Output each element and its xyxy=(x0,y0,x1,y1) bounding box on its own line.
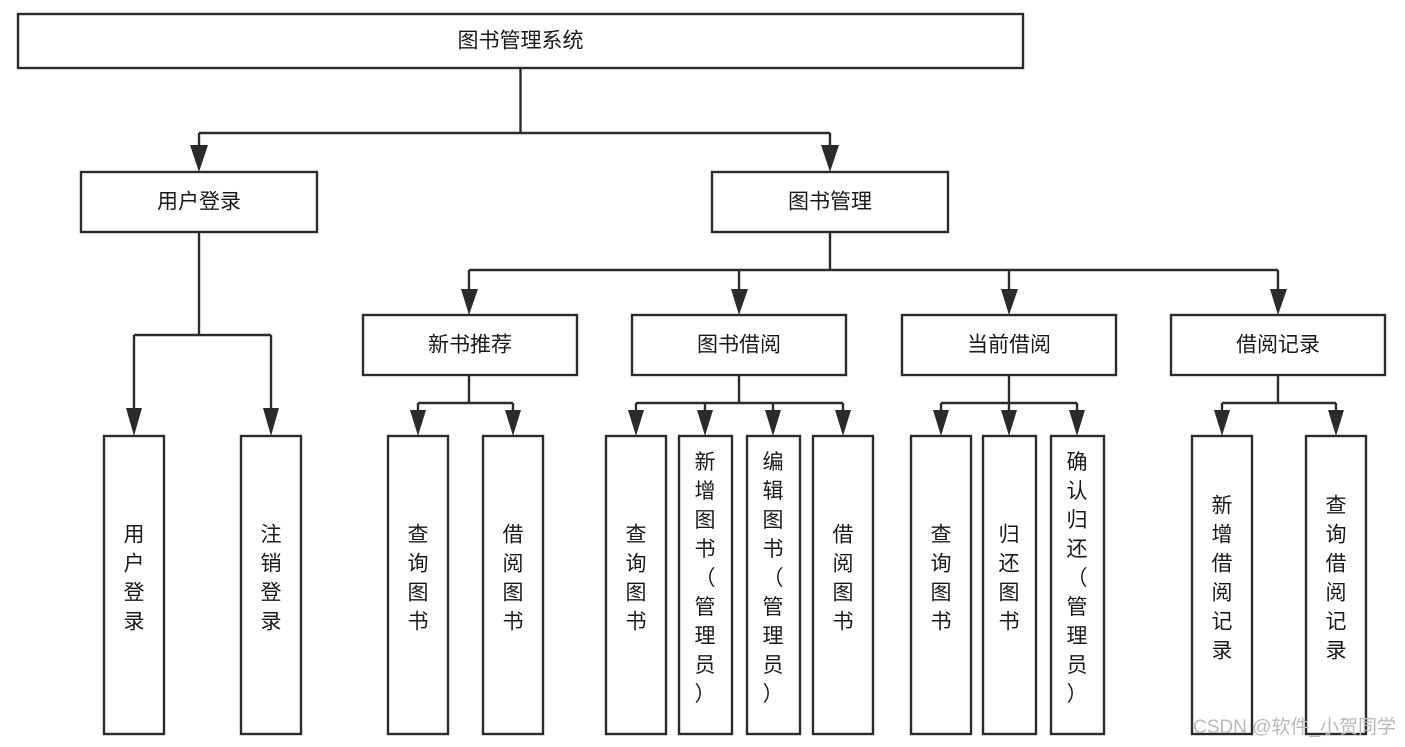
leaf-logout-login[interactable]: 注销登录 xyxy=(239,434,303,736)
node-user-login-label: 用户登录 xyxy=(157,191,241,214)
connector-layer xyxy=(126,68,1344,436)
node-borrow-record-box[interactable] xyxy=(1169,313,1387,377)
node-new-book-recommend-box[interactable] xyxy=(361,313,579,377)
leaf-edit-book-admin-label: 编辑图书（管理员） xyxy=(763,451,784,706)
leaf-query-book-1-label: 查询图书 xyxy=(408,524,429,634)
node-user-login[interactable]: 用户登录 xyxy=(79,170,319,234)
arrow-to-new-book-recommend xyxy=(461,289,478,315)
arrow-leaf-borrow-book-1 xyxy=(505,410,521,436)
node-borrow-record[interactable]: 借阅记录 xyxy=(1169,313,1387,377)
leaf-edit-book-admin[interactable]: 编辑图书（管理员） xyxy=(745,434,802,736)
node-user-login-box[interactable] xyxy=(79,170,319,234)
node-root[interactable]: 图书管理系统 xyxy=(16,12,1025,70)
leaf-logout-login-box[interactable] xyxy=(239,434,303,736)
leaf-borrow-book-2[interactable]: 借阅图书 xyxy=(811,434,875,736)
leaf-query-book-3-box[interactable] xyxy=(909,434,973,736)
node-current-borrow[interactable]: 当前借阅 xyxy=(900,313,1118,377)
leaf-add-book-admin[interactable]: 新增图书（管理员） xyxy=(677,434,734,736)
csdn-watermark: CSDN @软件_小贺同学 xyxy=(1193,716,1396,738)
leaf-add-book-admin-box[interactable] xyxy=(677,434,734,736)
leaf-query-book-2[interactable]: 查询图书 xyxy=(604,434,668,736)
leaf-query-book-3-label: 查询图书 xyxy=(931,524,952,634)
leaf-borrow-book-1-box[interactable] xyxy=(481,434,545,736)
arrow-to-current-borrow xyxy=(1001,289,1018,315)
leaf-borrow-book-1[interactable]: 借阅图书 xyxy=(481,434,545,736)
node-book-borrow-label: 图书借阅 xyxy=(697,334,781,357)
arrow-leaf-edit-book-admin xyxy=(765,410,781,436)
leaf-query-book-2-box[interactable] xyxy=(604,434,668,736)
arrow-leaf-return-book xyxy=(1001,410,1017,436)
leaf-borrow-book-1-label: 借阅图书 xyxy=(503,524,524,634)
leaf-query-borrow-record-label: 查询借阅记录 xyxy=(1326,495,1347,663)
leaf-query-book-2-label: 查询图书 xyxy=(626,524,647,634)
leaf-query-borrow-record[interactable]: 查询借阅记录 xyxy=(1304,434,1368,736)
leaf-add-borrow-record-box[interactable] xyxy=(1190,434,1254,736)
leaf-borrow-book-2-box[interactable] xyxy=(811,434,875,736)
arrow-leaf-user-login xyxy=(126,408,142,436)
arrow-to-book-borrow xyxy=(731,289,748,315)
node-book-manage-box[interactable] xyxy=(710,170,950,234)
arrow-leaf-confirm-return-admin xyxy=(1069,410,1085,436)
node-book-borrow-box[interactable] xyxy=(630,313,848,377)
node-borrow-record-label: 借阅记录 xyxy=(1236,334,1320,357)
node-current-borrow-label: 当前借阅 xyxy=(967,334,1051,357)
arrow-leaf-query-borrow-record xyxy=(1328,410,1344,436)
node-current-borrow-box[interactable] xyxy=(900,313,1118,377)
node-new-book-recommend-label: 新书推荐 xyxy=(428,334,512,357)
leaf-add-book-admin-label: 新增图书（管理员） xyxy=(695,451,716,706)
leaf-user-login[interactable]: 用户登录 xyxy=(102,434,166,736)
arrow-leaf-borrow-book-2 xyxy=(835,410,851,436)
leaf-logout-login-label: 注销登录 xyxy=(261,524,282,634)
arrow-leaf-add-borrow-record xyxy=(1214,410,1230,436)
leaf-return-book-box[interactable] xyxy=(981,434,1038,736)
leaf-query-book-1[interactable]: 查询图书 xyxy=(386,434,450,736)
arrow-to-book-manage xyxy=(821,145,839,172)
leaf-return-book[interactable]: 归还图书 xyxy=(981,434,1038,736)
arrow-leaf-add-book-admin xyxy=(697,410,713,436)
leaf-add-borrow-record-label: 新增借阅记录 xyxy=(1212,495,1233,663)
arrow-to-user-login xyxy=(190,145,208,172)
leaf-query-borrow-record-box[interactable] xyxy=(1304,434,1368,736)
node-book-manage-label: 图书管理 xyxy=(788,191,872,214)
leaf-edit-book-admin-box[interactable] xyxy=(745,434,802,736)
leaf-return-book-label: 归还图书 xyxy=(999,524,1020,634)
arrow-leaf-logout-login xyxy=(263,408,279,436)
node-new-book-recommend[interactable]: 新书推荐 xyxy=(361,313,579,377)
leaf-user-login-box[interactable] xyxy=(102,434,166,736)
leaf-query-book-3[interactable]: 查询图书 xyxy=(909,434,973,736)
leaf-confirm-return-admin-label: 确认归还（管理员） xyxy=(1067,451,1088,706)
node-root-box[interactable] xyxy=(16,12,1025,70)
node-root-label: 图书管理系统 xyxy=(458,30,584,53)
arrow-leaf-query-book-1 xyxy=(410,410,426,436)
node-book-manage[interactable]: 图书管理 xyxy=(710,170,950,234)
arrow-leaf-query-book-3 xyxy=(933,410,949,436)
arrow-to-borrow-record xyxy=(1270,289,1287,315)
leaf-confirm-return-admin-box[interactable] xyxy=(1049,434,1106,736)
leaf-user-login-label: 用户登录 xyxy=(124,524,145,634)
leaf-query-book-1-box[interactable] xyxy=(386,434,450,736)
leaf-borrow-book-2-label: 借阅图书 xyxy=(833,524,854,634)
leaf-add-borrow-record[interactable]: 新增借阅记录 xyxy=(1190,434,1254,736)
arrow-leaf-query-book-2 xyxy=(628,410,644,436)
leaf-confirm-return-admin[interactable]: 确认归还（管理员） xyxy=(1049,434,1106,736)
node-book-borrow[interactable]: 图书借阅 xyxy=(630,313,848,377)
